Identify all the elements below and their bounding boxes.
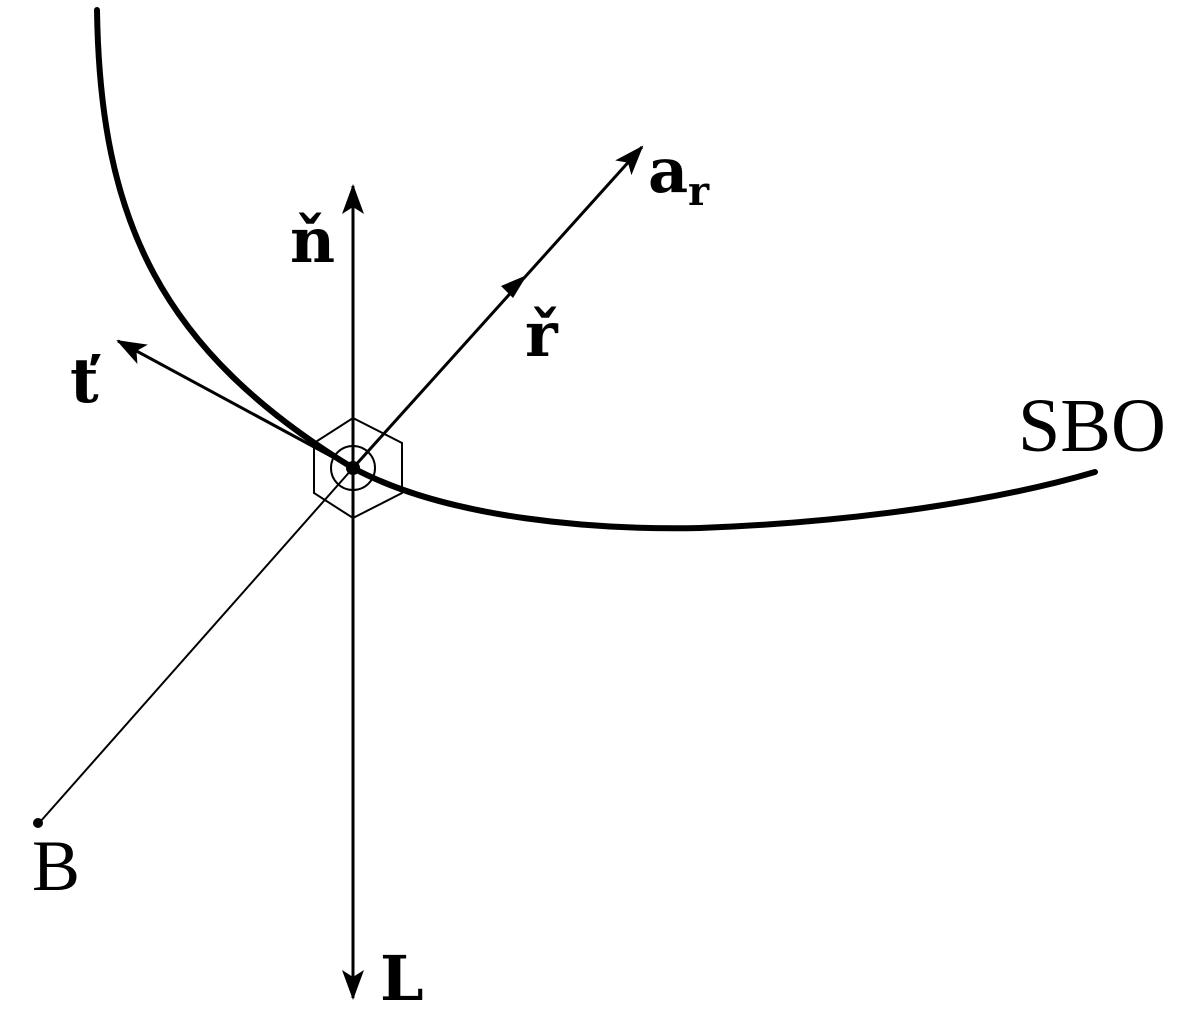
sbo-curve	[94, 7, 1098, 532]
B-line	[39, 467, 354, 823]
r-vector-label: ř	[525, 298, 559, 371]
B-point	[33, 818, 43, 828]
origin-ring	[330, 445, 376, 491]
origin-dot	[346, 461, 360, 475]
r-vector-arrowhead	[501, 275, 527, 298]
t-vector-label: ť	[70, 344, 101, 417]
SBO-label: SBO	[1018, 384, 1166, 468]
L-vector-label: L	[380, 942, 424, 1014]
n-vector-label: ň	[290, 204, 335, 277]
B-point-label: B	[32, 826, 80, 906]
origin-hexagon	[313, 416, 403, 520]
a-r-vector-line	[351, 145, 644, 470]
t-vector-line	[116, 339, 354, 470]
a-r-label: a	[648, 134, 688, 207]
a-r-subscript: r	[688, 168, 710, 215]
